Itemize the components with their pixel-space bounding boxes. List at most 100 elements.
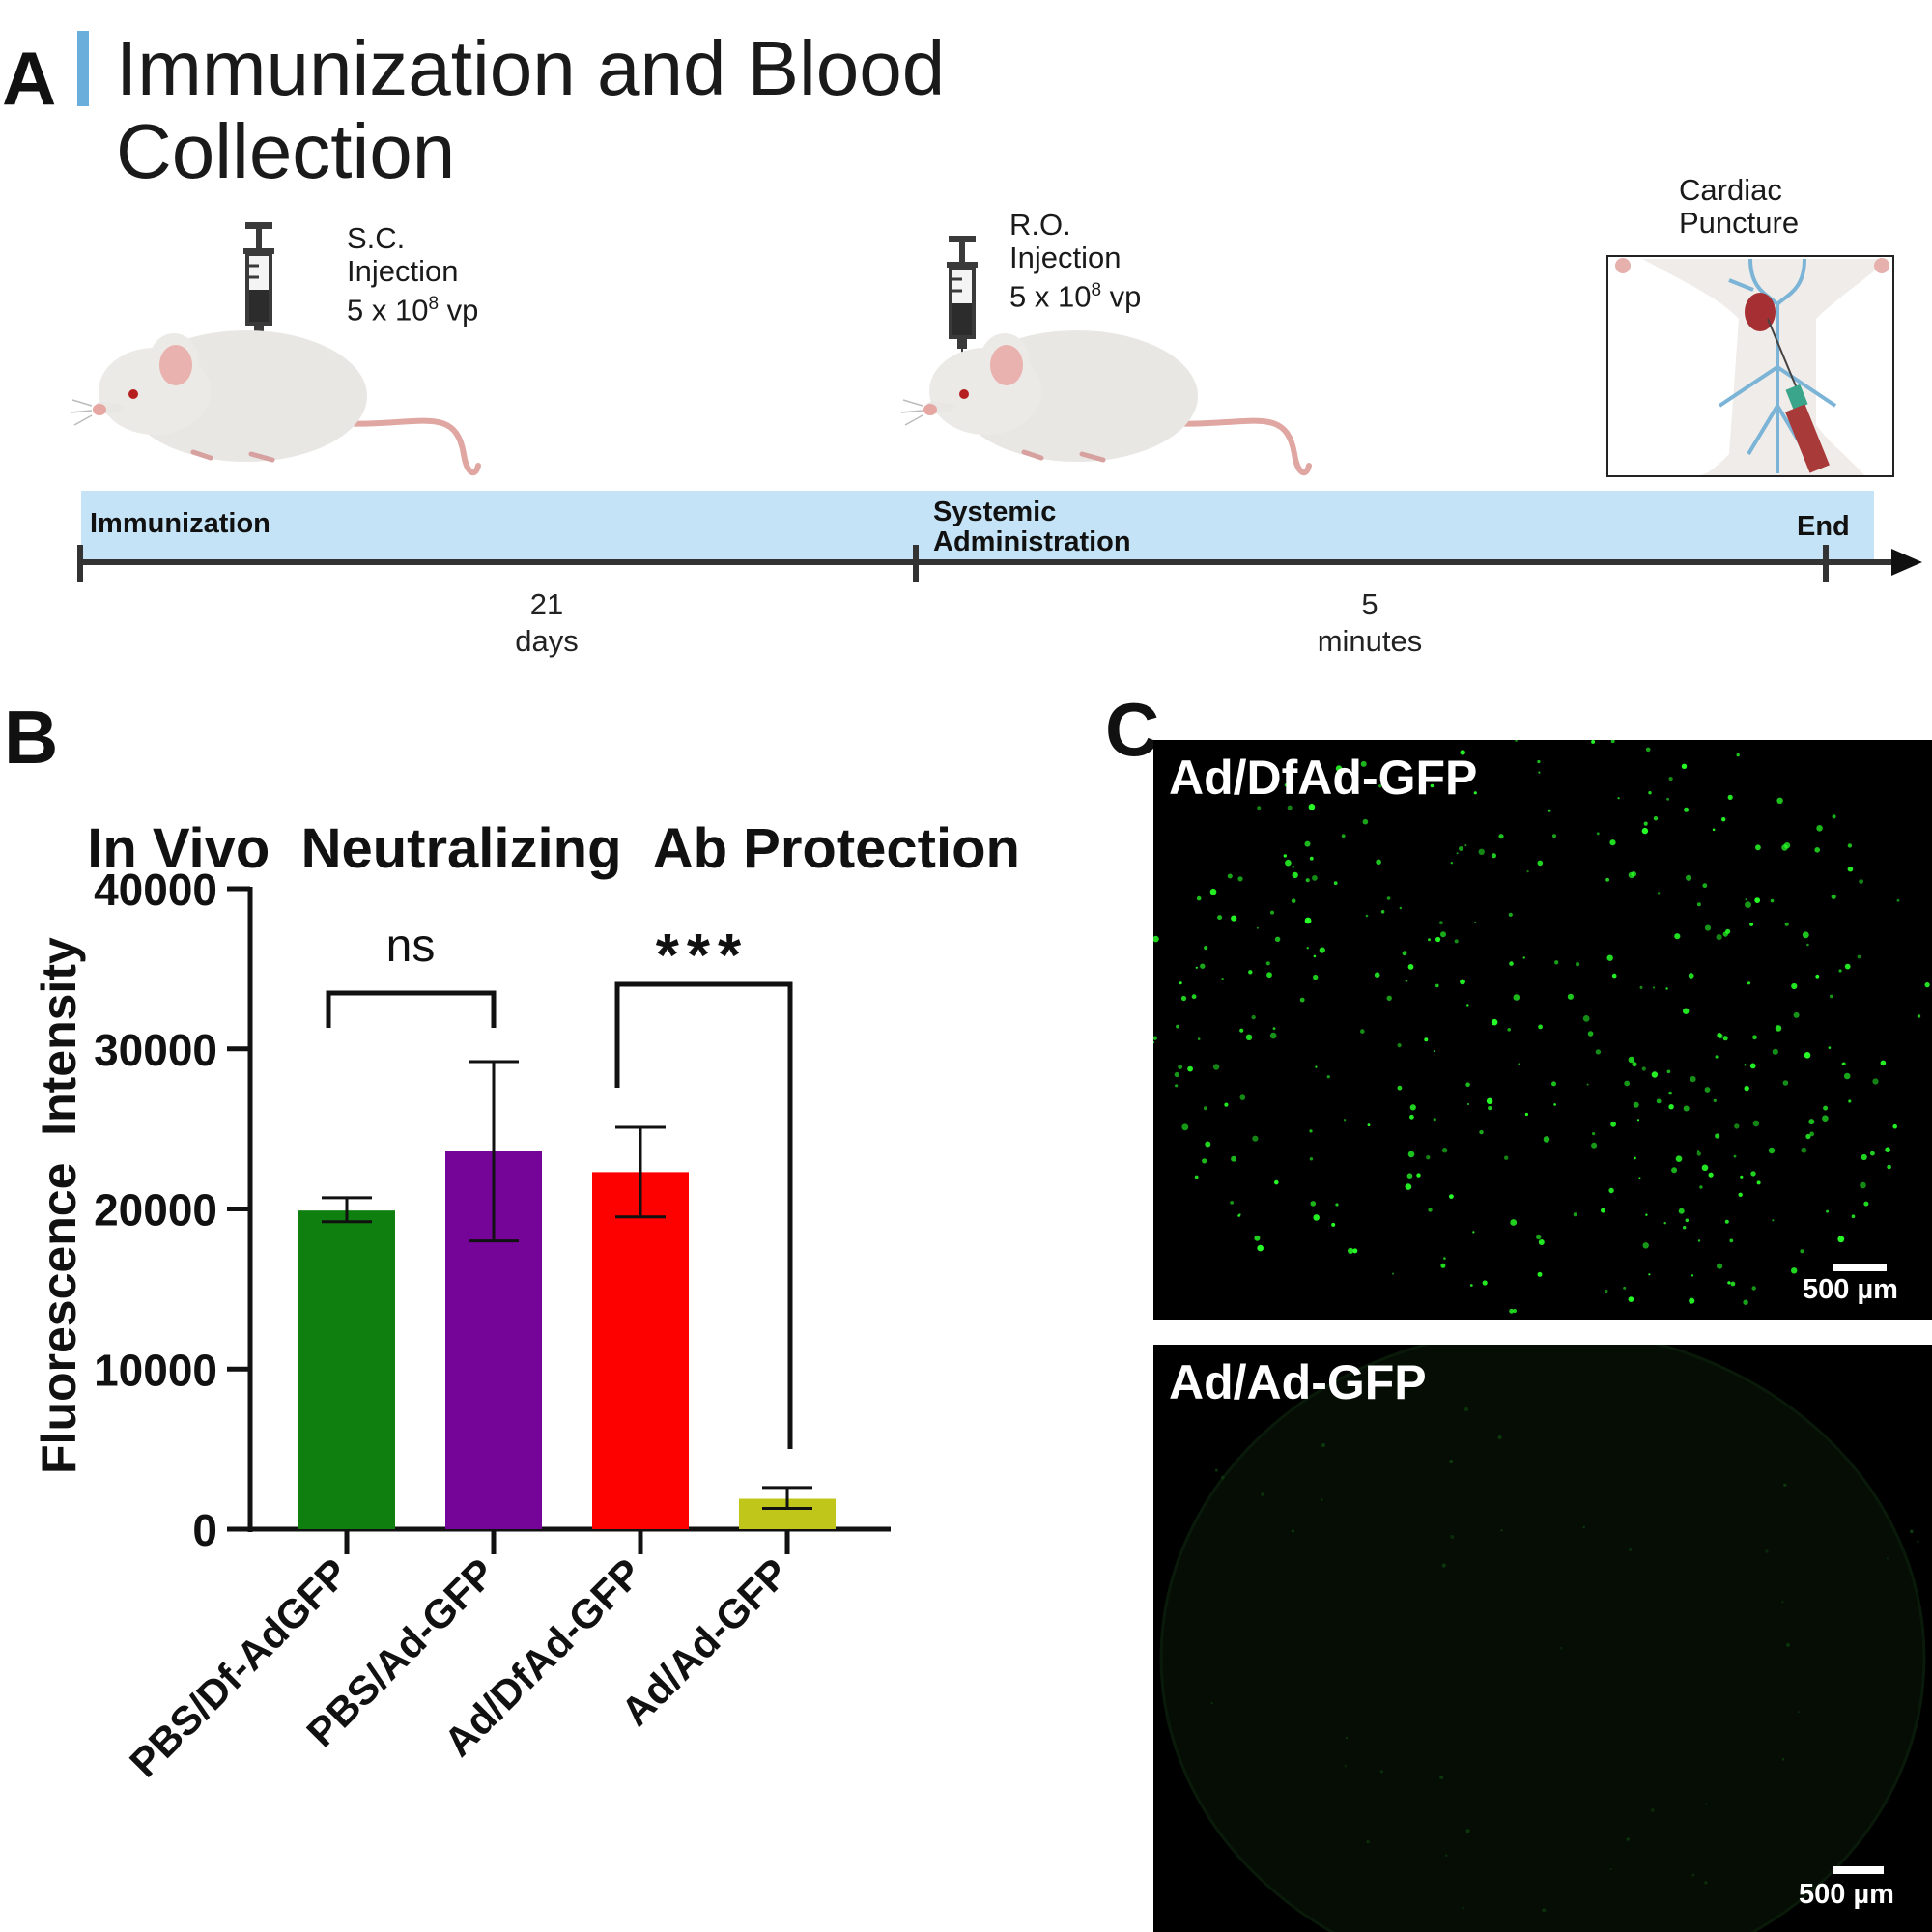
gfp-focus: [1822, 1115, 1829, 1122]
gfp-focus: [1270, 910, 1274, 915]
gfp-focus: [1283, 854, 1287, 858]
gfp-focus: [1725, 928, 1731, 934]
gfp-focus: [1738, 1192, 1743, 1197]
gfp-focus: [1548, 809, 1551, 812]
gfp-focus: [1399, 906, 1402, 910]
gfp-focus: [1405, 1183, 1412, 1190]
gfp-focus: [1397, 1085, 1403, 1091]
gfp-focus: [1212, 1064, 1220, 1070]
gfp-focus: [1832, 814, 1836, 819]
gfp-focus: [1504, 1155, 1509, 1160]
gfp-focus: [1197, 1037, 1201, 1040]
gfp-focus: [1552, 834, 1556, 838]
gfp-focus: [1465, 1829, 1470, 1833]
gfp-focus: [1870, 1151, 1875, 1156]
gfp-focus: [1801, 1147, 1807, 1153]
gfp-focus: [1696, 902, 1701, 907]
gfp-focus: [1642, 1242, 1649, 1249]
gfp-focus: [1445, 1854, 1448, 1857]
gfp-focus: [1315, 1065, 1318, 1068]
gfp-focus: [1460, 979, 1465, 985]
timeline-interval-2: 5 minutes: [1273, 586, 1466, 660]
gfp-focus: [1200, 963, 1206, 969]
gfp-focus: [1668, 1104, 1674, 1110]
gfp-focus: [1690, 1274, 1694, 1277]
gfp-focus: [1733, 1154, 1737, 1158]
gfp-focus: [1671, 1167, 1678, 1174]
gfp-focus: [1826, 1209, 1830, 1213]
gfp-focus: [1509, 961, 1514, 966]
gfp-focus: [1153, 1036, 1157, 1040]
gfp-focus: [1648, 791, 1652, 795]
gfp-focus: [1785, 1642, 1791, 1647]
gfp-focus: [1863, 1201, 1869, 1207]
gfp-focus: [1450, 1535, 1455, 1539]
gfp-focus: [1538, 1024, 1543, 1030]
gfp-focus: [1291, 1529, 1294, 1533]
gfp-focus: [1848, 1099, 1852, 1103]
gfp-focus: [1668, 777, 1673, 781]
gfp-focus: [1910, 1529, 1914, 1534]
gfp-focus: [1515, 740, 1518, 742]
gfp-focus: [1896, 898, 1900, 902]
gfp-focus: [1689, 1297, 1695, 1304]
gfp-focus: [1352, 1248, 1358, 1254]
gfp-focus: [1309, 1157, 1314, 1161]
gfp-focus: [1781, 844, 1788, 851]
step2-note-injection: Injection: [1009, 241, 1122, 274]
gfp-focus: [1798, 1711, 1801, 1714]
syringe-icon: [947, 236, 978, 369]
gfp-focus: [1851, 1214, 1856, 1218]
gfp-focus: [1653, 986, 1656, 989]
gfp-focus: [1292, 866, 1294, 868]
gfp-focus: [1326, 1075, 1330, 1079]
gfp-focus: [1645, 1213, 1648, 1216]
gfp-focus: [1441, 1563, 1446, 1568]
gfp-focus: [1397, 1043, 1402, 1048]
gfp-focus: [1522, 956, 1525, 959]
micrograph-high-signal: Ad/DfAd-GFP 500 µm: [1153, 740, 1932, 1320]
gfp-focus: [1227, 873, 1233, 879]
gfp-focus: [1816, 825, 1823, 832]
gfp-focus: [1379, 1770, 1383, 1774]
gfp-focus: [1180, 995, 1187, 1002]
gfp-focus: [1805, 1133, 1811, 1140]
gfp-focus: [1744, 1064, 1747, 1066]
gfp-focus: [1727, 794, 1733, 800]
gfp-focus: [1628, 1548, 1633, 1552]
gfp-focus: [1917, 1540, 1919, 1543]
title-accent-bar: [77, 31, 89, 106]
gfp-focus: [1254, 1235, 1261, 1241]
gfp-focus: [1582, 1015, 1590, 1022]
gfp-focus: [1460, 750, 1465, 755]
gfp-focus: [1497, 1435, 1502, 1440]
gfp-focus: [1313, 1214, 1320, 1221]
gfp-focus: [1508, 912, 1513, 917]
gfp-focus: [1285, 859, 1292, 867]
gfp-focus: [1638, 1177, 1641, 1179]
gfp-focus: [1696, 1151, 1701, 1156]
gfp-focus: [1409, 1104, 1416, 1111]
gfp-focus: [1537, 1271, 1543, 1277]
gfp-focus: [1440, 931, 1446, 938]
gfp-focus: [1885, 1147, 1890, 1152]
gfp-focus: [1176, 1024, 1179, 1029]
step1-note-dose: 5 x 108 vp: [347, 288, 478, 327]
gfp-focus: [1333, 881, 1338, 886]
scale-bar-label: 500 µm: [1799, 1879, 1894, 1910]
gfp-focus: [1830, 994, 1833, 999]
gfp-focus: [1202, 1158, 1208, 1164]
gfp-focus: [1392, 1272, 1394, 1275]
step3-note: Cardiac Puncture: [1679, 174, 1799, 240]
gfp-focus: [1641, 1066, 1646, 1071]
gfp-focus: [1231, 1155, 1237, 1162]
gfp-focus: [1266, 972, 1272, 979]
panel-b-letter: B: [4, 695, 59, 780]
gfp-focus: [1781, 1601, 1784, 1604]
gfp-focus: [1861, 1153, 1867, 1161]
gfp-focus: [1440, 1263, 1446, 1268]
gfp-focus: [1752, 1120, 1760, 1127]
gfp-focus: [1474, 921, 1477, 923]
gfp-focus: [1221, 978, 1224, 980]
gfp-focus: [1678, 1208, 1685, 1214]
